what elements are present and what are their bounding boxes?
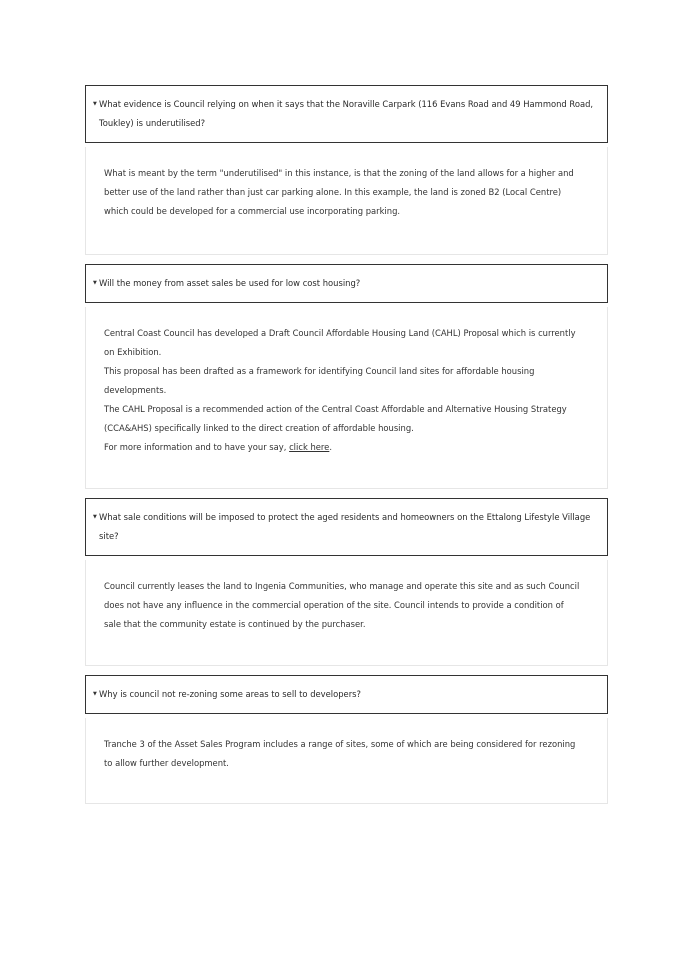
faq-answer-paragraph: This proposal has been drafted as a fram…	[104, 366, 535, 395]
faq-answer: What is meant by the term "underutilised…	[85, 147, 608, 255]
faq-question-toggle[interactable]: ▼ What sale conditions will be imposed t…	[85, 498, 608, 556]
caret-down-icon: ▼	[93, 280, 97, 286]
faq-question-text: Will the money from asset sales be used …	[99, 278, 361, 288]
link-prefix-text: For more information and to have your sa…	[104, 442, 290, 452]
faq-answer-paragraph: The CAHL Proposal is a recommended actio…	[104, 404, 567, 433]
faq-question-toggle[interactable]: ▼ Why is council not re-zoning some area…	[85, 675, 608, 714]
faq-answer: Central Coast Council has developed a Dr…	[85, 307, 608, 489]
faq-list: ▼ What evidence is Council relying on wh…	[85, 85, 608, 813]
faq-question-toggle[interactable]: ▼ Will the money from asset sales be use…	[85, 264, 608, 303]
faq-question-text: What sale conditions will be imposed to …	[99, 512, 591, 541]
faq-answer-paragraph: Central Coast Council has developed a Dr…	[104, 328, 576, 357]
faq-question-toggle[interactable]: ▼ What evidence is Council relying on wh…	[85, 85, 608, 143]
caret-down-icon: ▼	[93, 691, 97, 697]
faq-answer: Tranche 3 of the Asset Sales Program inc…	[85, 718, 608, 804]
caret-down-icon: ▼	[93, 101, 97, 107]
faq-question-text: Why is council not re-zoning some areas …	[99, 689, 361, 699]
click-here-link[interactable]: click here	[289, 442, 330, 452]
faq-question-text: What evidence is Council relying on when…	[99, 99, 594, 128]
faq-answer-text: What is meant by the term "underutilised…	[104, 168, 574, 216]
faq-item: ▼ What evidence is Council relying on wh…	[85, 85, 608, 255]
caret-down-icon: ▼	[93, 514, 97, 520]
faq-answer-paragraph: For more information and to have your sa…	[104, 438, 583, 457]
faq-answer-text: Tranche 3 of the Asset Sales Program inc…	[104, 739, 576, 768]
faq-answer-text: Council currently leases the land to Ing…	[104, 581, 580, 629]
faq-item: ▼ Will the money from asset sales be use…	[85, 264, 608, 489]
faq-item: ▼ Why is council not re-zoning some area…	[85, 675, 608, 804]
link-suffix-text: .	[329, 442, 332, 452]
faq-item: ▼ What sale conditions will be imposed t…	[85, 498, 608, 666]
faq-answer: Council currently leases the land to Ing…	[85, 560, 608, 666]
